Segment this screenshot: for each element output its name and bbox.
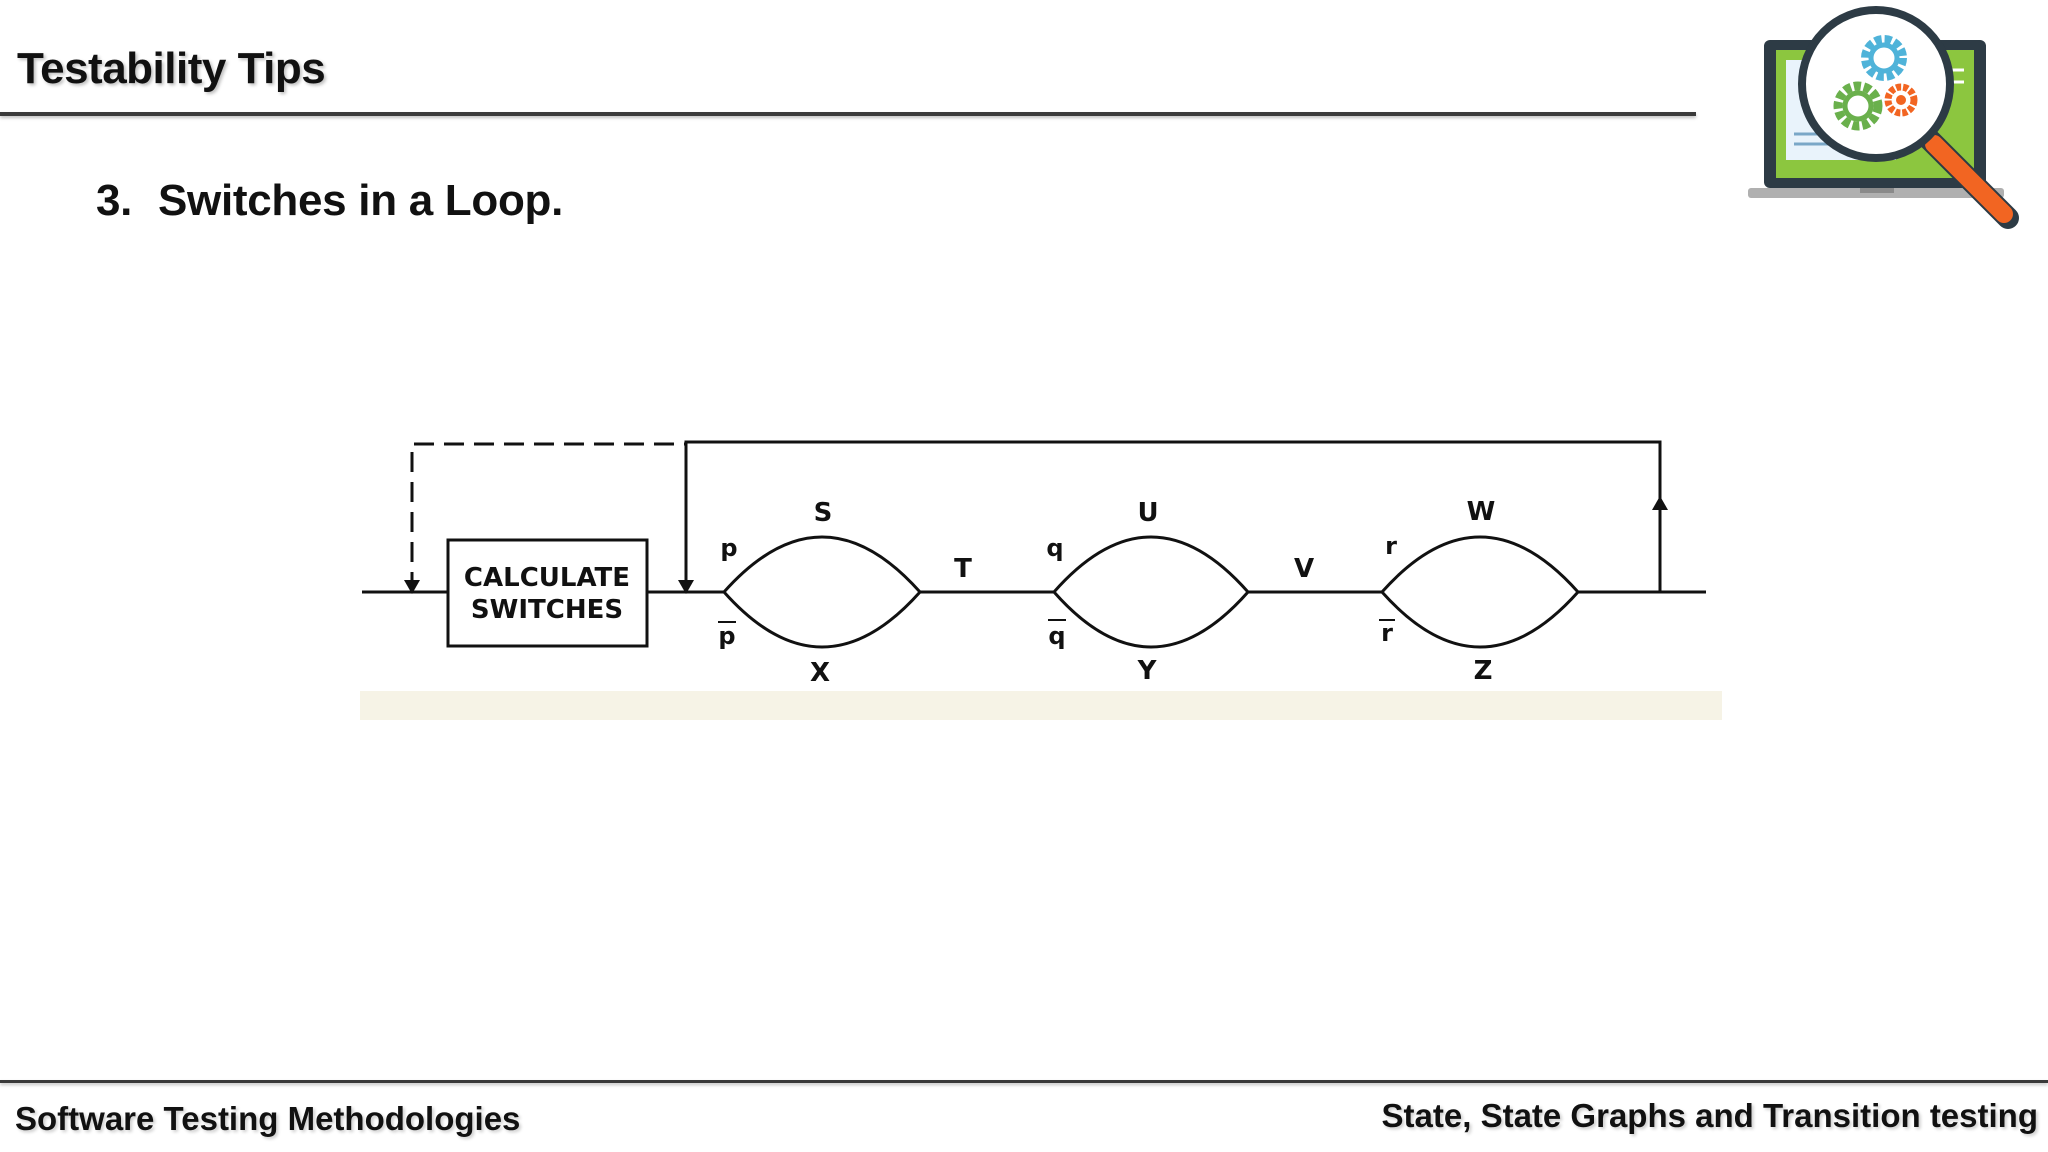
- label-X: X: [810, 658, 830, 688]
- label-Z: Z: [1474, 656, 1493, 686]
- label-W: W: [1467, 497, 1496, 527]
- diagram-bottom-band: [360, 691, 1722, 720]
- footer-course-title: Software Testing Methodologies: [15, 1100, 521, 1137]
- label-U: U: [1137, 498, 1158, 528]
- heading-text: Switches in a Loop.: [158, 176, 564, 225]
- arrow-down-dashed-icon: [404, 580, 420, 594]
- label-p: p: [720, 534, 737, 562]
- box-label-line2: SWITCHES: [471, 595, 623, 625]
- switch-loop-p: [721, 535, 923, 649]
- switches-in-loop-diagram: CALCULATE SWITCHES p p S X T q q U Y V r…: [360, 434, 1722, 720]
- label-q-bar: q: [1048, 622, 1065, 650]
- switch-loop-q: [1051, 535, 1251, 649]
- label-p-bar: p: [718, 622, 735, 650]
- box-label-line1: CALCULATE: [464, 563, 630, 593]
- label-T: T: [954, 554, 972, 584]
- magnifier-handle: [1925, 135, 2013, 223]
- solid-feedback-line: [684, 440, 1662, 592]
- laptop-magnifier-gears-icon: [1748, 6, 2019, 229]
- label-r-bar: r: [1381, 619, 1393, 647]
- arrow-down-solid-icon: [678, 580, 694, 594]
- switch-loop-r: [1379, 535, 1581, 649]
- label-r: r: [1385, 532, 1397, 560]
- footer-unit-title: State, State Graphs and Transition testi…: [1381, 1097, 2038, 1134]
- slide-title: Testability Tips: [17, 44, 326, 93]
- label-S: S: [814, 498, 833, 528]
- dashed-feedback-line: [410, 442, 686, 592]
- orange-gear-icon: [1884, 83, 1918, 117]
- arrow-up-return-icon: [1652, 496, 1668, 510]
- calculate-switches-box: [446, 538, 649, 648]
- heading-number: 3.: [96, 176, 133, 225]
- footer-divider: [0, 1080, 2048, 1083]
- magnifier-lens: [1798, 6, 1954, 162]
- blue-gear-icon: [1861, 35, 1907, 81]
- label-V: V: [1294, 554, 1314, 584]
- title-divider: [0, 112, 1696, 116]
- diagram-background: [360, 434, 1722, 720]
- label-Y: Y: [1137, 656, 1158, 686]
- section-heading: 3. Switches in a Loop.: [96, 176, 563, 226]
- green-gear-icon: [1833, 81, 1883, 131]
- label-q: q: [1046, 534, 1063, 562]
